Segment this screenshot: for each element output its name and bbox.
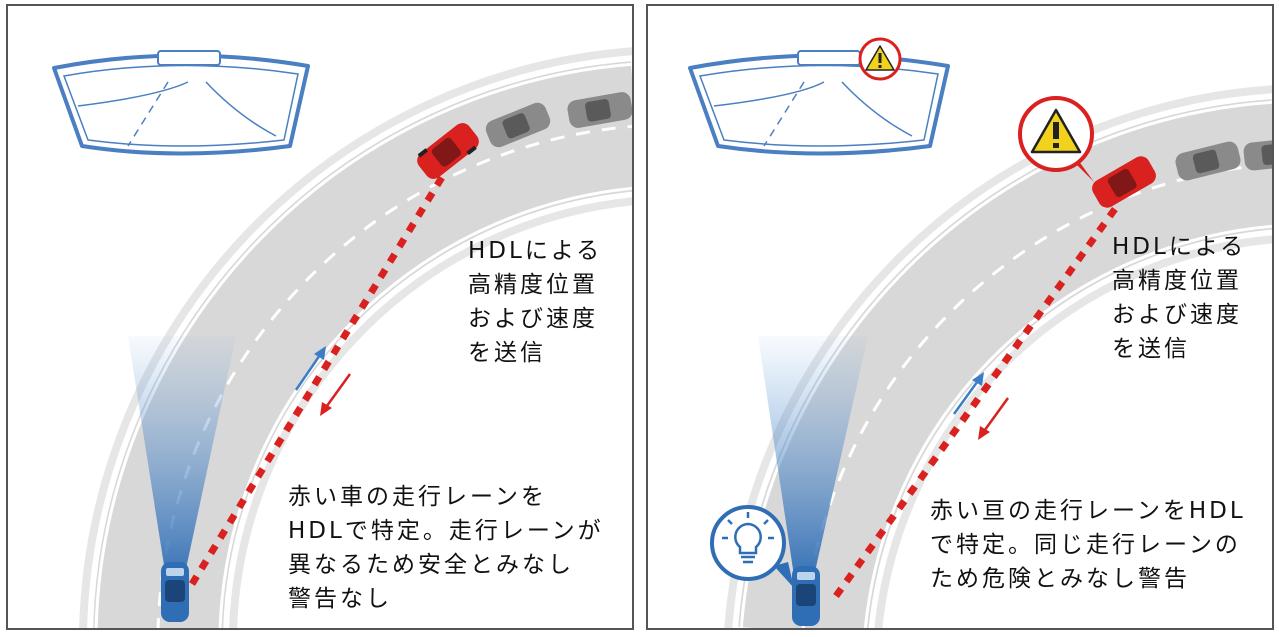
gray-car-icon [1175,141,1241,181]
own-car-icon [161,562,189,622]
red-car-icon [417,123,479,179]
sensor-beam [758,336,868,576]
left-panel: HDLによる 高精度位置 および速度 を送信 赤い車の走行レーンを HDLで特定… [6,4,634,630]
right-panel: HDLによる 高精度位置 および速度 を送信 赤い亘の走行レーンをHDL で特定… [646,4,1274,630]
red-car-icon [1092,156,1156,208]
right-scene [688,37,1272,628]
windshield-icon [52,50,310,156]
arrow-up-icon [952,372,984,415]
arrow-down-icon [978,397,1010,440]
arrow-up-icon [294,346,326,391]
left-scene [52,47,632,628]
windshield-warning-icon [858,37,902,81]
gray-car-icon [485,102,551,148]
signal-line [189,172,447,586]
windshield-icon [688,50,950,156]
warning-icon [1018,96,1094,182]
own-car-icon [792,566,820,626]
gray-car-icon [567,92,632,128]
arrow-down-icon [320,373,352,416]
sensor-beam [128,336,236,578]
result-caption: 赤い車の走行レーンを HDLで特定。走行レーンが 異なるため安全とみなし 警告な… [288,484,604,612]
lightbulb-icon [710,505,794,588]
gray-car-icon [1243,137,1272,171]
transmit-caption: HDLによる 高精度位置 および速度 を送信 [468,238,603,366]
transmit-caption: HDLによる 高精度位置 および速度 を送信 [1112,234,1247,362]
signal-line [833,199,1123,599]
result-caption: 赤い亘の走行レーンをHDL で特定。同じ走行レーンの ため危険とみなし警告 [930,498,1246,592]
